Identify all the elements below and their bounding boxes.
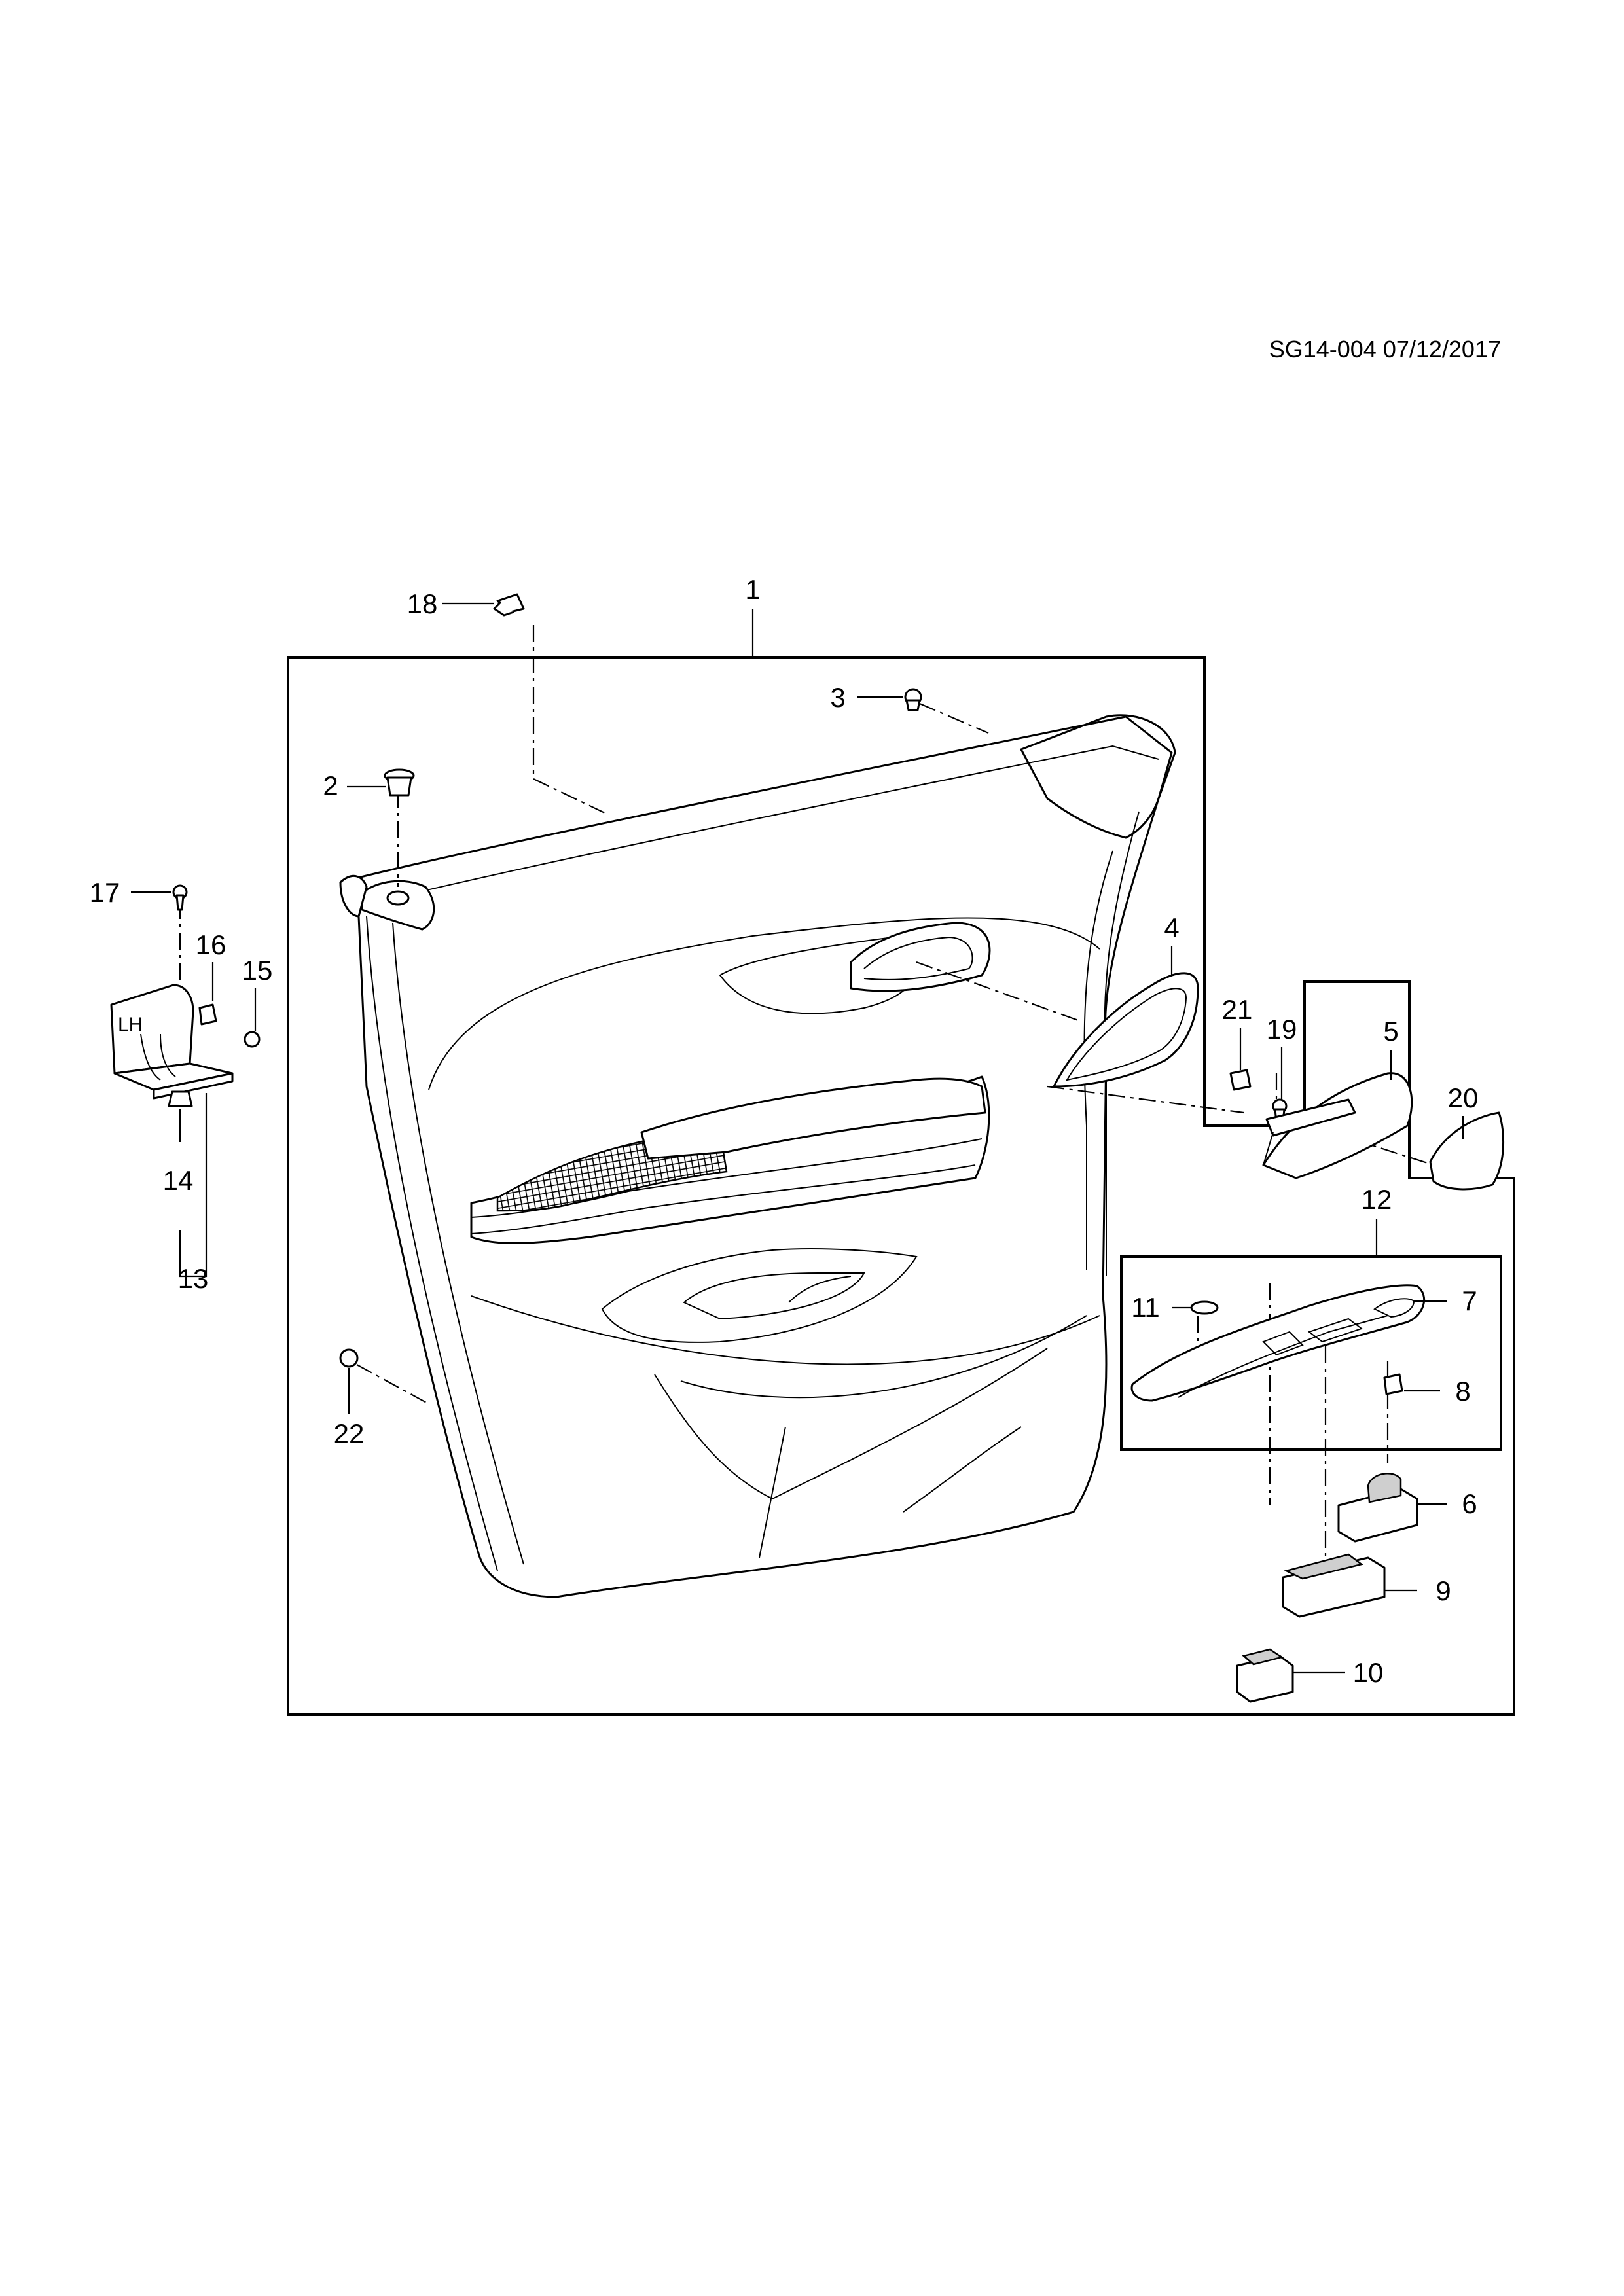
label-11: 11 (1131, 1292, 1160, 1323)
main-frame (287, 656, 1515, 1716)
window-switch-10 (1236, 1648, 1294, 1703)
label-16: 16 (196, 929, 226, 960)
label-21: 21 (1222, 994, 1253, 1025)
plug-2 (384, 768, 415, 797)
handle-bracket-5 (1262, 1072, 1413, 1179)
clip-18 (493, 593, 525, 617)
label-5: 5 (1383, 1016, 1398, 1047)
switch-bezel-7 (1130, 1284, 1426, 1402)
cover-20 (1429, 1111, 1504, 1191)
label-19: 19 (1267, 1014, 1297, 1045)
push-pin-3 (904, 688, 922, 711)
pin-22 (339, 1348, 359, 1368)
label-13: 13 (178, 1263, 209, 1294)
clip-11 (1190, 1300, 1219, 1315)
part-labels: 1 2 3 4 5 6 7 8 9 10 11 12 13 14 15 16 1… (90, 574, 1479, 1688)
label-9: 9 (1435, 1575, 1451, 1606)
label-12: 12 (1362, 1184, 1392, 1215)
label-17: 17 (90, 877, 120, 908)
label-leaders (131, 602, 1464, 1674)
label-15: 15 (242, 955, 273, 986)
screw-15 (244, 1031, 261, 1048)
label-7: 7 (1462, 1285, 1477, 1316)
screw-17 (172, 884, 188, 911)
label-20: 20 (1448, 1083, 1479, 1113)
label-2: 2 (323, 770, 338, 801)
clip-21 (1229, 1069, 1252, 1091)
bracket-marking: LH (118, 1014, 143, 1035)
label-1: 1 (745, 574, 760, 605)
clip-16 (198, 1003, 217, 1026)
nut-14 (168, 1090, 193, 1107)
clip-8 (1383, 1373, 1403, 1395)
label-8: 8 (1455, 1376, 1470, 1407)
switch-bezel-frame (1120, 1255, 1502, 1451)
label-22: 22 (334, 1418, 365, 1449)
bracket-13: LH (110, 984, 234, 1100)
label-3: 3 (830, 682, 845, 713)
handle-bezel-4 (1053, 972, 1199, 1088)
label-18: 18 (407, 588, 438, 619)
window-switch-9 (1282, 1553, 1386, 1618)
mirror-switch-6 (1337, 1473, 1418, 1543)
label-14: 14 (163, 1165, 194, 1196)
label-6: 6 (1462, 1488, 1477, 1519)
door-trim-panel (339, 714, 1176, 1598)
label-4: 4 (1164, 912, 1179, 943)
diagram-reference: SG14-004 07/12/2017 (1269, 336, 1501, 363)
label-10: 10 (1353, 1657, 1384, 1688)
